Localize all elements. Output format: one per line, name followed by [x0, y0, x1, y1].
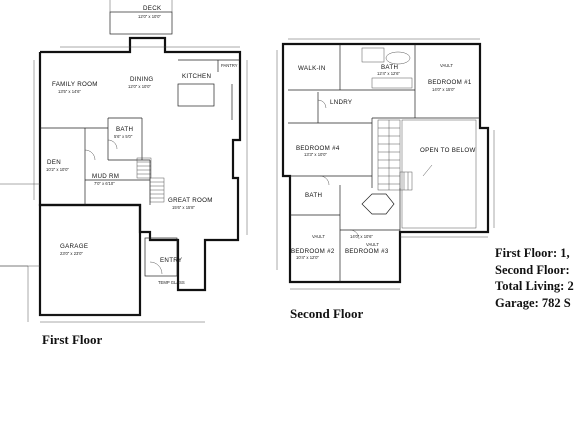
deck-outline [109, 11, 173, 35]
second-floor-plan: WALK-IN BATH 12'4" x 12'6" VAULT BEDROOM… [276, 38, 495, 290]
second-floor-sqft: Second Floor: [495, 262, 570, 277]
bedroom-2-vault-label: VAULT [312, 234, 325, 239]
garage-sqft: Garage: 782 S [495, 295, 571, 310]
bath-dim: 5'6" x 5'0" [114, 134, 133, 139]
bath-label: BATH [116, 126, 133, 133]
mud-room-label: MUD RM [92, 173, 119, 180]
temp-glass-label: TEMP GLASS [158, 280, 185, 285]
entry-label: ENTRY [160, 257, 182, 264]
family-room-label: FAMILY ROOM [52, 81, 98, 88]
kitchen-label: KITCHEN [182, 73, 211, 80]
first-floor-sqft: First Floor: 1, [495, 246, 570, 260]
first-floor-exterior-wall [38, 36, 242, 292]
open-to-below-area [401, 119, 477, 229]
second-floor-exterior-wall [281, 42, 490, 284]
second-floor-caption: Second Floor [290, 306, 364, 321]
bathtub [385, 51, 411, 65]
hall-bath-label: BATH [305, 192, 322, 199]
bedroom-1-label: BEDROOM #1 [428, 79, 472, 86]
bedroom-3-label: BEDROOM #3 [345, 248, 389, 255]
deck-dim: 12'0" x 10'0" [138, 14, 161, 19]
vanity [371, 77, 413, 89]
dining-dim: 12'0" x 10'0" [128, 84, 151, 89]
first-floor-caption: First Floor [42, 332, 103, 347]
shower [361, 47, 385, 63]
pantry-label: PANTRY [221, 63, 238, 68]
family-room-dim: 13'5" x 14'6" [58, 89, 81, 94]
den-dim: 10'2" x 10'0" [46, 167, 69, 172]
walk-in-label: WALK-IN [298, 65, 326, 72]
entry-outline [144, 237, 178, 277]
total-living-sqft: Total Living: 2 [495, 279, 574, 293]
first-floor-plan: DECK 12'0" x 10'0" FAMILY ROOM 13'5" x 1… [0, 0, 248, 323]
great-room-dim: 15'6" x 15'8" [172, 205, 195, 210]
deck-label: DECK [143, 5, 162, 12]
laundry-label: LNDRY [330, 99, 352, 106]
second-floor-stairs [377, 119, 413, 191]
master-bath-label: BATH [381, 64, 398, 71]
den-label: DEN [47, 159, 61, 166]
kitchen-island [177, 83, 215, 107]
garage-dim: 23'0" x 23'0" [60, 251, 83, 256]
bedroom-2-label: BEDROOM #2 [291, 248, 335, 255]
master-bath-dim: 12'4" x 12'6" [377, 71, 400, 76]
mud-room-dim: 7'0" x 6'10" [94, 181, 115, 186]
open-to-below-label: OPEN TO BELOW [420, 147, 476, 154]
great-room-label: GREAT ROOM [168, 197, 213, 204]
master-vault-label: VAULT [440, 63, 453, 68]
bedroom-2-dim: 10'4" x 12'0" [296, 255, 319, 260]
bedroom-1-dim: 14'0" x 15'0" [432, 87, 455, 92]
bedroom-4-dim: 13'3" x 10'0" [304, 152, 327, 157]
hall-nook [361, 193, 395, 215]
garage-outline [38, 203, 142, 317]
square-footage-summary: First Floor: 1, Second Floor: Total Livi… [495, 245, 576, 311]
bedroom-3-vault-label: VAULT [366, 242, 379, 247]
garage-label: GARAGE [60, 243, 88, 250]
bedroom-4-label: BEDROOM #4 [296, 145, 340, 152]
first-floor-stairs [136, 157, 165, 203]
bedroom-3-dim: 14'0" x 10'6" [350, 234, 373, 239]
dining-label: DINING [130, 76, 153, 83]
